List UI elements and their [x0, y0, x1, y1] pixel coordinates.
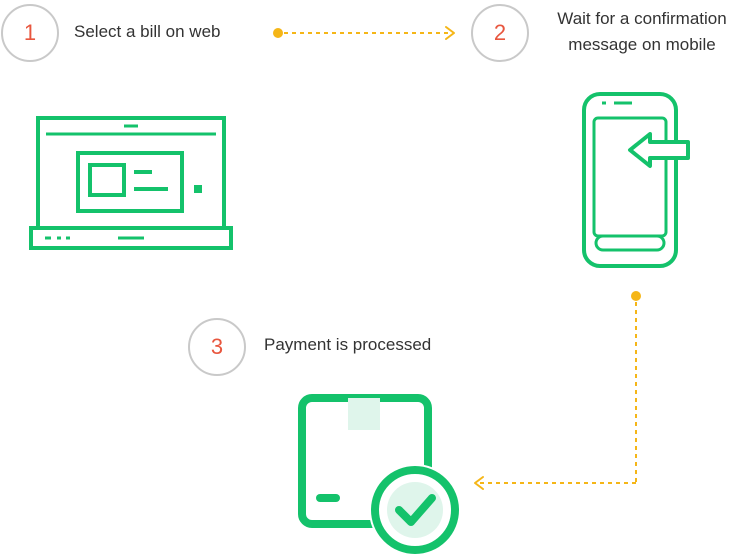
step-3-number: 3	[188, 318, 246, 376]
connector-1-to-2	[273, 26, 455, 40]
step-2-number: 2	[471, 4, 529, 62]
step-2-label-line-1: Wait for a confirmation	[557, 9, 727, 28]
step-1-label: Select a bill on web	[74, 22, 221, 41]
connector-2-to-3	[474, 291, 641, 490]
step-2-label-line-2: message on mobile	[568, 35, 716, 54]
step-3-label: Payment is processed	[264, 335, 432, 354]
arrow-left-icon	[628, 132, 690, 168]
smartphone-icon	[582, 92, 690, 268]
package-icon	[298, 394, 461, 556]
check-icon	[369, 464, 461, 556]
step-1-number: 1	[1, 4, 59, 62]
step-2-label: Wait for a confirmation message on mobil…	[532, 6, 752, 58]
laptop-icon	[29, 116, 233, 250]
